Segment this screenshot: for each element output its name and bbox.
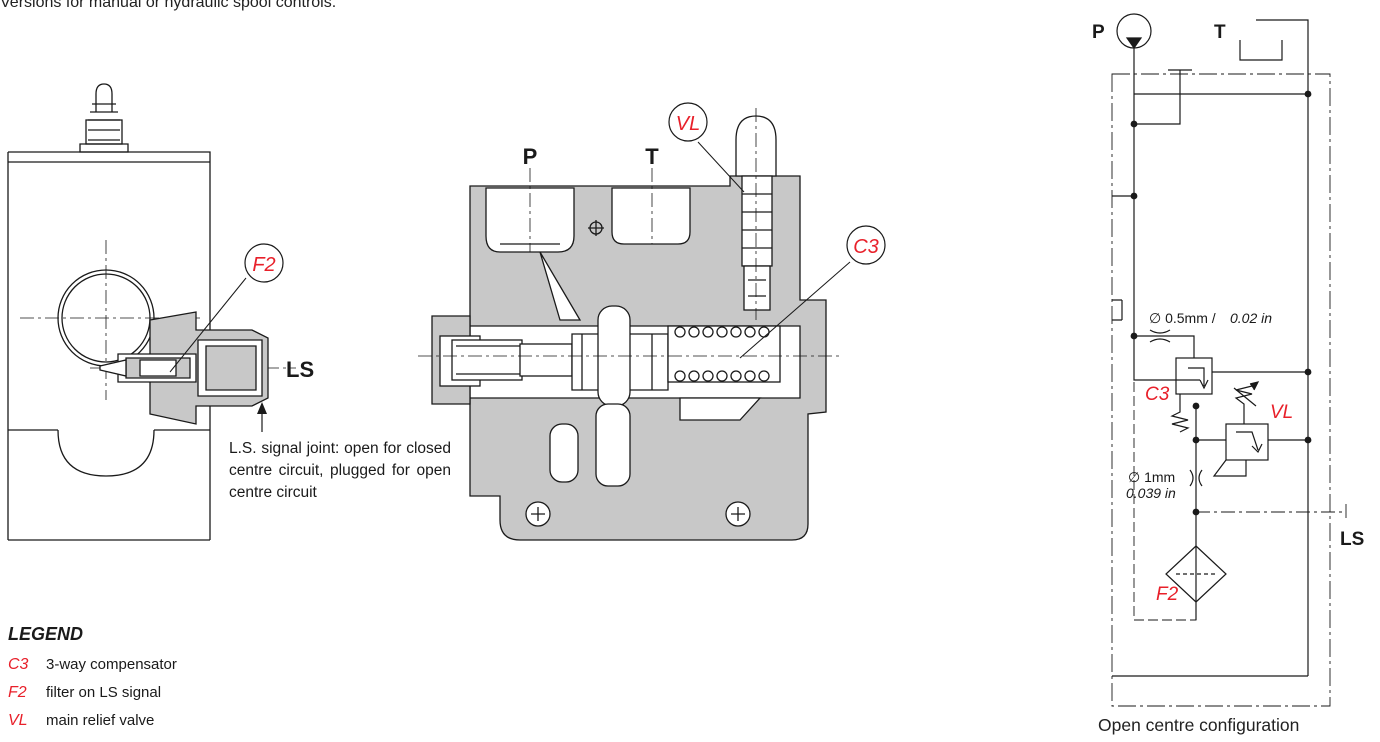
schematic-caption: Open centre configuration xyxy=(1098,715,1300,735)
schematic-port-ls: LS xyxy=(1340,529,1364,550)
legend-code: C3 xyxy=(8,656,29,673)
legend-description: filter on LS signal xyxy=(46,684,162,701)
orifice-1-metric: ∅ 0.5mm / xyxy=(1149,310,1216,326)
hydraulic-schematic xyxy=(1111,13,1347,707)
callout-f2: F2 xyxy=(252,254,275,276)
schematic-port-t: T xyxy=(1214,22,1226,43)
ls-joint-note: L.S. signal joint: open for closed centr… xyxy=(229,440,451,501)
schematic-callout-c3: C3 xyxy=(1145,384,1170,405)
side-view xyxy=(7,83,296,541)
callout-c3: C3 xyxy=(853,236,879,258)
callout-vl-circle xyxy=(668,102,708,142)
legend-item: F2 filter on LS signal xyxy=(8,684,161,702)
port-t-label: T xyxy=(645,144,659,169)
legend-item: C3 3-way compensator xyxy=(8,656,177,674)
valve-cross-section xyxy=(418,108,851,541)
legend-title: LEGEND xyxy=(8,624,84,644)
callout-f2-circle xyxy=(244,243,284,283)
port-p-label: P xyxy=(523,144,538,169)
legend-code: F2 xyxy=(8,684,27,701)
legend-description: main relief valve xyxy=(46,712,155,729)
port-ls-side: LS xyxy=(286,357,314,382)
schematic-junctions xyxy=(1130,90,1312,516)
orifice-2-metric: ∅ 1mm xyxy=(1128,469,1175,485)
header-note: Versions for manual or hydraulic spool c… xyxy=(0,0,337,11)
orifice-1-imperial: 0.02 in xyxy=(1230,310,1272,326)
callout-c3-circle xyxy=(846,225,886,265)
legend-description: 3-way compensator xyxy=(46,656,177,673)
schematic-callout-f2: F2 xyxy=(1156,584,1179,605)
schematic-callout-vl: VL xyxy=(1270,402,1293,423)
legend-item: VL main relief valve xyxy=(8,712,154,730)
schematic-port-p: P xyxy=(1092,22,1105,43)
legend-code: VL xyxy=(8,712,28,729)
orifice-2-imperial: 0.039 in xyxy=(1126,485,1176,501)
callout-vl: VL xyxy=(676,113,700,135)
